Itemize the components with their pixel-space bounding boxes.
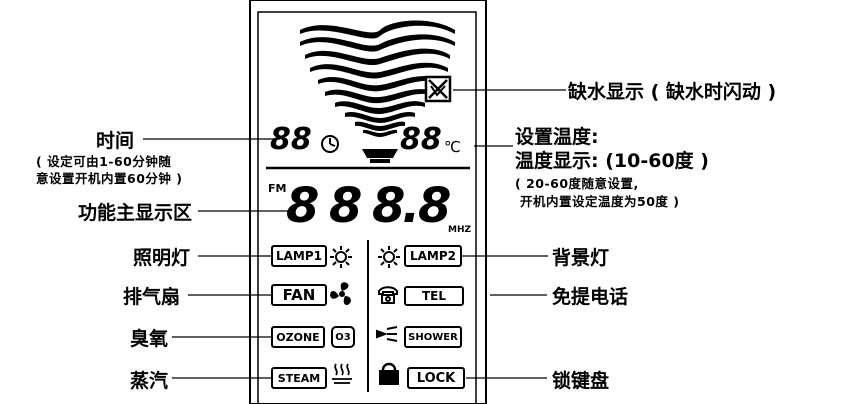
background-light-label: 背景灯 xyxy=(552,247,610,269)
telephone-icon xyxy=(378,286,398,304)
o3-indicator: O3 xyxy=(331,326,355,348)
steam-icon xyxy=(332,363,352,384)
main-digit-1: 8 xyxy=(286,178,320,234)
temp-note-line2: 开机内置设定温度为50度 ) xyxy=(520,194,680,209)
shower-icon xyxy=(376,326,398,342)
time-label: 时间 xyxy=(96,130,135,152)
lamp2-indicator: LAMP2 xyxy=(404,245,462,267)
temp-unit: ℃ xyxy=(444,138,461,156)
time-note-line1: ( 设定可由1-60分钟随 xyxy=(36,154,172,169)
steam-label: 蒸汽 xyxy=(130,370,169,392)
handsfree-phone-label: 免提电话 xyxy=(552,286,629,308)
ozone-indicator: OZONE xyxy=(271,326,325,348)
main-display-label: 功能主显示区 xyxy=(78,202,193,224)
temp-digits: 88 xyxy=(400,122,442,157)
fan-icon xyxy=(330,282,351,305)
fan-indicator: FAN xyxy=(271,284,327,306)
temp-set-label: 设置温度: xyxy=(515,126,599,148)
main-digit-4: 8 xyxy=(418,178,452,234)
leader-lines xyxy=(143,89,566,379)
main-decimal-point: . xyxy=(402,178,421,234)
tel-indicator: TEL xyxy=(404,286,464,306)
fm-indicator: FM xyxy=(268,182,287,195)
no-water-icon xyxy=(424,75,452,103)
water-wave-icon xyxy=(300,20,455,137)
sun-icon xyxy=(378,246,400,268)
clock-icon xyxy=(321,135,339,153)
main-digit-3: 8 xyxy=(372,178,406,234)
main-digit-2: 8 xyxy=(329,178,363,234)
lcd-panel-frame xyxy=(249,0,487,404)
temp-display-label: 温度显示: (10-60度 ) xyxy=(515,150,709,172)
time-digits: 88 xyxy=(270,122,312,157)
time-note-line2: 意设置开机内置60分钟 ) xyxy=(36,171,183,186)
keyboard-lock-label: 锁键盘 xyxy=(552,370,610,392)
fan-label: 排气扇 xyxy=(123,286,181,308)
lock-indicator: LOCK xyxy=(407,367,465,389)
steam-indicator: STEAM xyxy=(271,367,327,389)
lcd-panel-inner xyxy=(257,11,477,404)
ozone-label: 臭氧 xyxy=(130,328,169,350)
sun-icon xyxy=(330,246,352,268)
shower-indicator: SHOWER xyxy=(404,326,462,348)
lighting-label: 照明灯 xyxy=(133,247,191,269)
thermometer-cup-icon xyxy=(362,149,398,158)
lock-icon xyxy=(379,362,399,385)
water-shortage-label: 缺水显示 ( 缺水时闪动 ) xyxy=(568,81,777,103)
lamp1-indicator: LAMP1 xyxy=(271,245,327,267)
mhz-indicator: MHZ xyxy=(448,225,472,235)
temp-note-line1: ( 20-60度随意设置, xyxy=(515,176,639,191)
